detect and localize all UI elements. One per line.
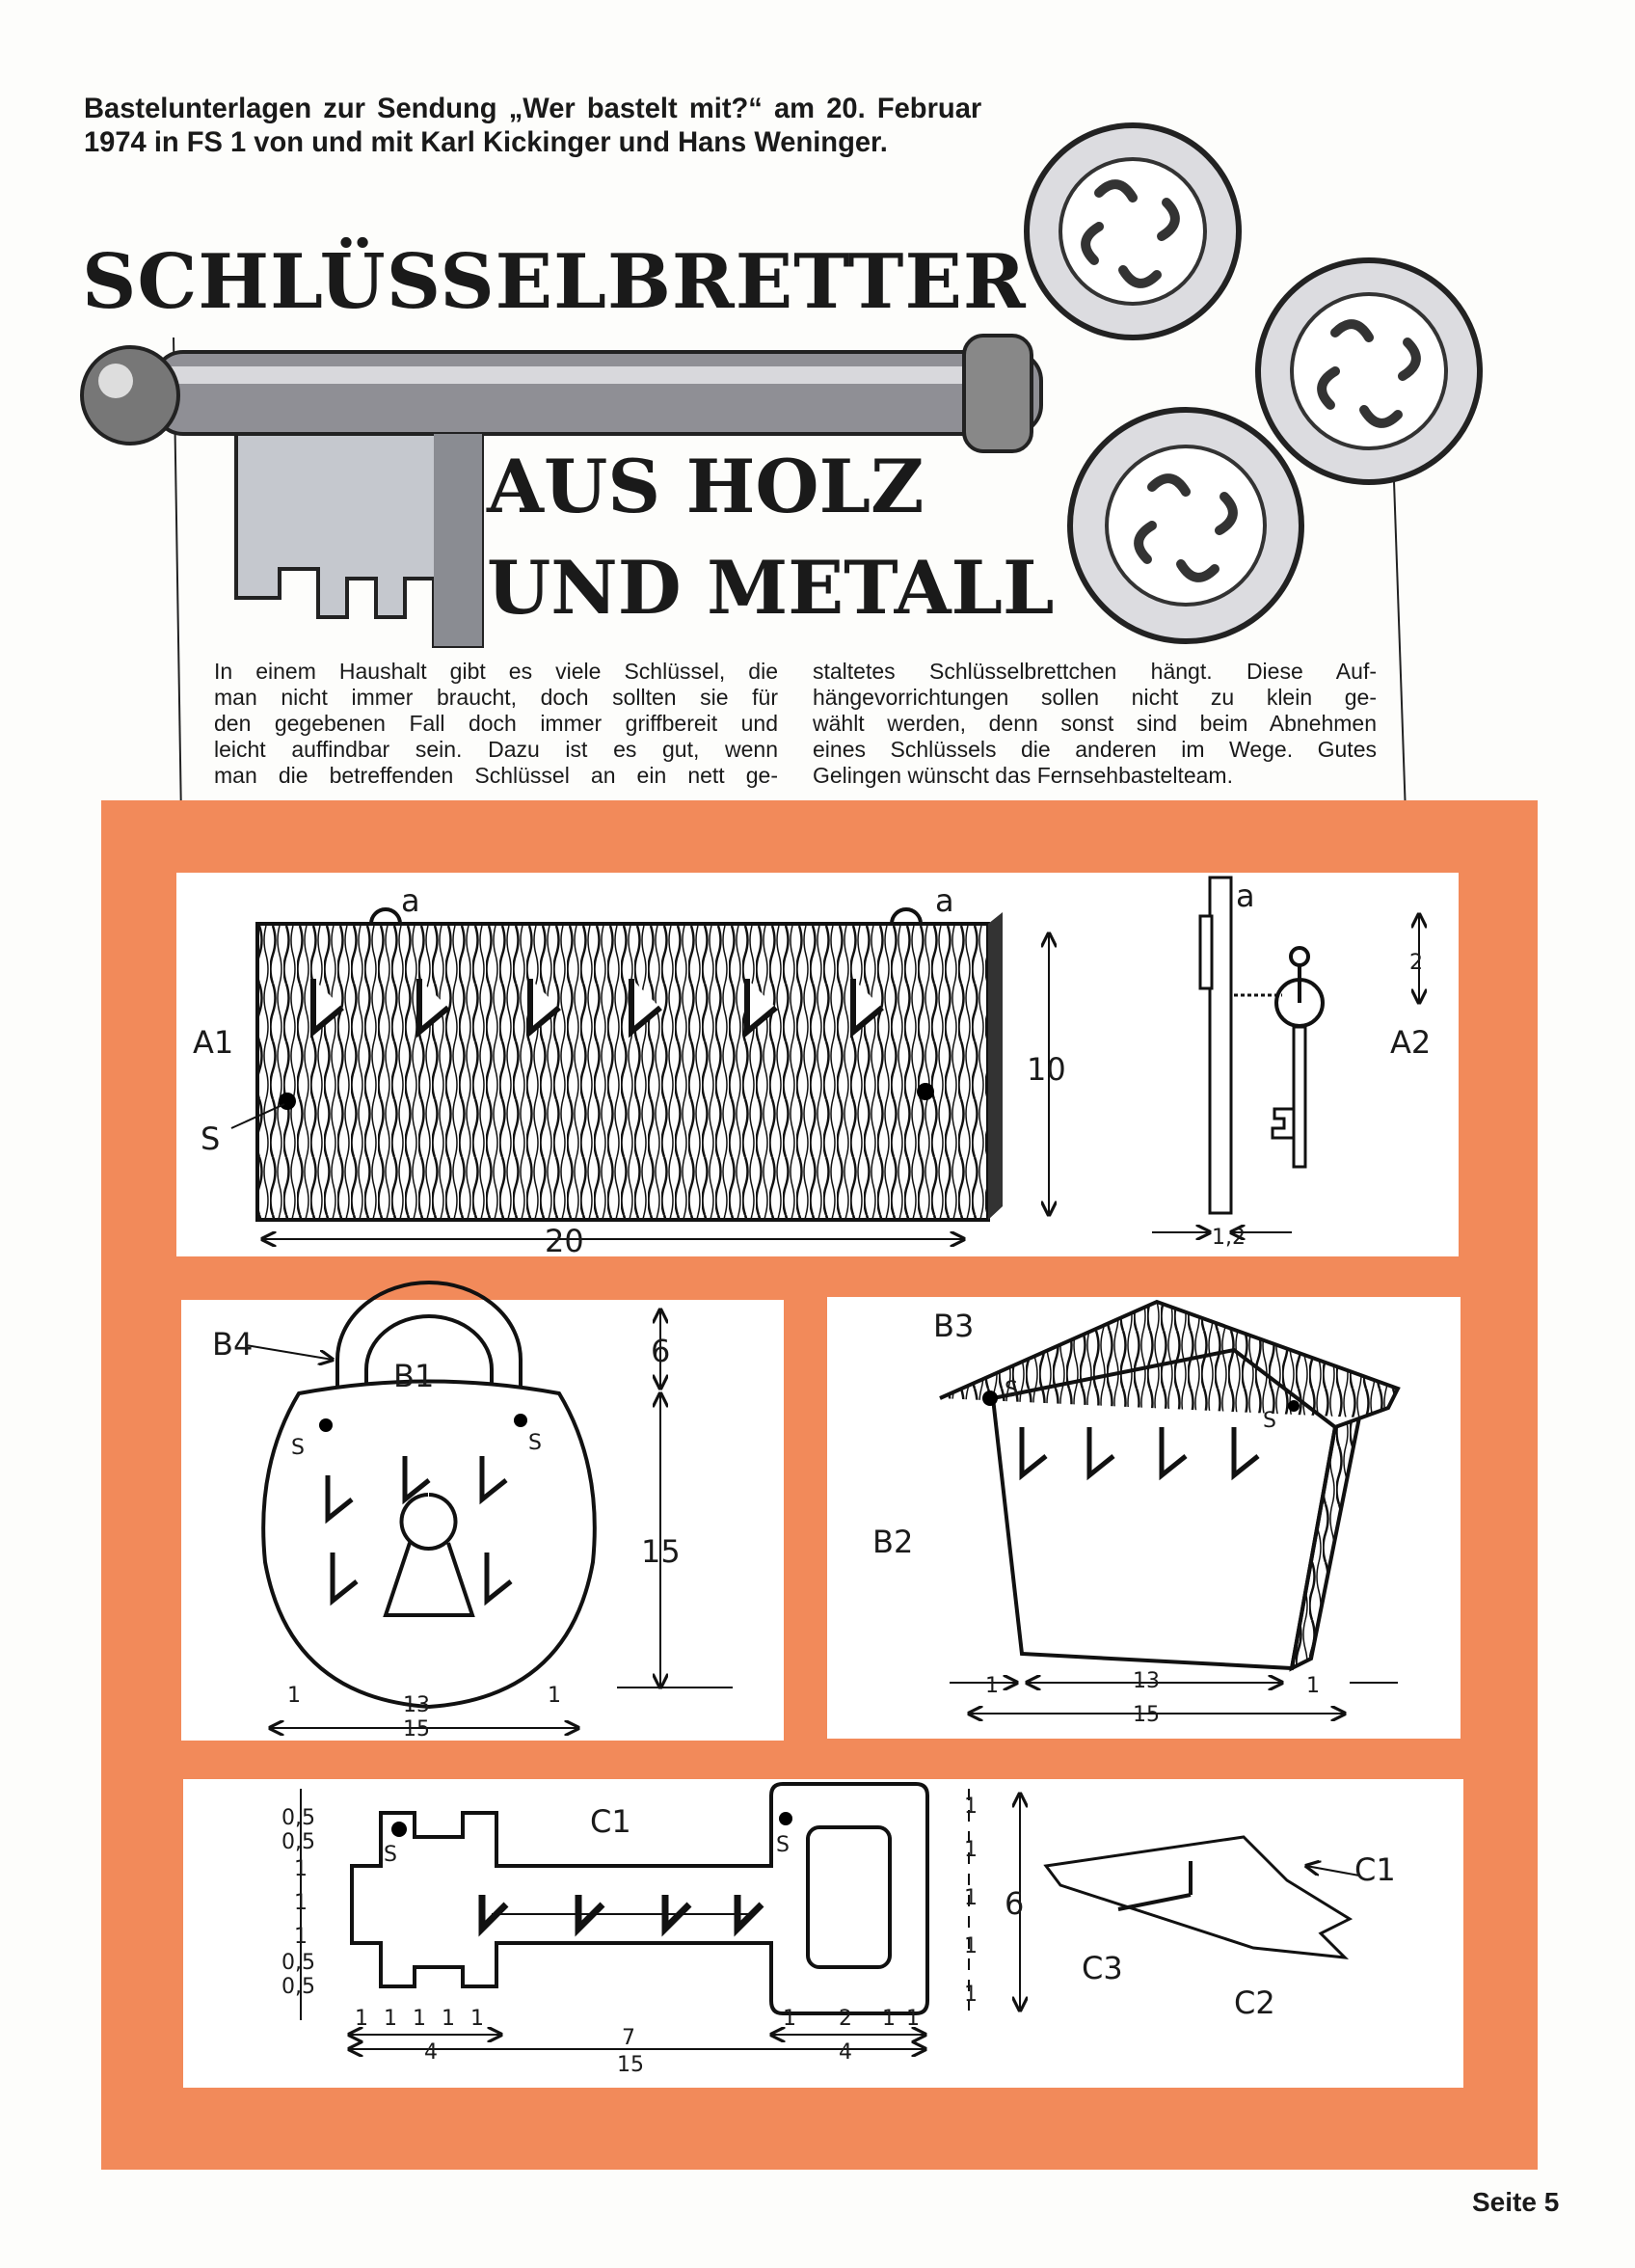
label-s: S [1263, 1409, 1276, 1433]
body-line: In einem Haushalt gibt es viele Schlüsse… [214, 659, 778, 684]
body-line: Gelingen wünscht das Fernsehbastelteam. [813, 763, 1233, 788]
dimension-margin-right: 1 [548, 1684, 561, 1708]
dimension: 2 [839, 2007, 852, 2031]
dimension-margin-left: 1 [287, 1684, 301, 1708]
dimension: 4 [839, 2040, 852, 2065]
dimension: 7 [622, 2026, 635, 2050]
dimension: 1 [783, 2007, 796, 2031]
label-b1: B1 [393, 1358, 434, 1394]
label-c1-detail: C1 [1354, 1851, 1396, 1888]
title: SCHLÜSSELBRETTER [82, 238, 1027, 326]
dimension-thickness: 1,2 [1212, 1226, 1246, 1250]
dimension: 1 [882, 2007, 896, 2031]
dimension-total: 15 [1133, 1703, 1160, 1727]
label-s: S [1005, 1378, 1018, 1402]
label-a: a [935, 882, 954, 919]
dimension-total: 15 [403, 1717, 430, 1742]
dimension-shackle: 6 [651, 1333, 670, 1369]
dimension: 1 [906, 2007, 920, 2031]
dimension: 1 [964, 1983, 978, 2007]
drawing-b2-house [939, 1299, 1401, 1714]
dimension: 1 [294, 1891, 308, 1915]
label-b2: B2 [872, 1524, 913, 1560]
dimension: 0,5 [281, 1951, 315, 1975]
dimension: 0,5 [281, 1975, 315, 1999]
dimension: 1 [964, 1886, 978, 1910]
dimension: 1 [964, 1934, 978, 1958]
dimension: 1 [294, 1857, 308, 1881]
dimension-height: 6 [1005, 1885, 1024, 1922]
label-b4: B4 [212, 1326, 253, 1363]
dimension-margin-right: 1 [1306, 1674, 1320, 1698]
dimension: 1 [384, 2007, 397, 2031]
label-a: a [401, 882, 420, 919]
dimension-body: 15 [641, 1533, 681, 1570]
label-s: S [384, 1843, 397, 1867]
label-s: S [291, 1436, 305, 1460]
body-line: eines Schlüssels die anderen im Wege. Gu… [813, 737, 1377, 762]
dimension-margin-left: 1 [985, 1674, 999, 1698]
drawing-a2-side-view [1152, 876, 1419, 1232]
drawing-a1-board [230, 907, 1049, 1239]
body-line: hängevorrichtungen sollen nicht zu klein… [813, 685, 1377, 710]
body-line: leicht auffindbar sein. Dazu ist es gut,… [214, 737, 778, 762]
label-a1: A1 [193, 1024, 233, 1061]
intro-text: Bastelunterlagen zur Sendung „Wer bastel… [84, 93, 982, 158]
dimension: 1 [355, 2007, 368, 2031]
left-dimensions: 0,5 0,5 1 1 1 0,5 0,5 [281, 1806, 315, 1999]
label-b3: B3 [933, 1308, 974, 1344]
drawing-b1-padlock [245, 1281, 733, 1728]
dimension-width: 20 [545, 1223, 584, 1259]
dimension: 4 [424, 2040, 438, 2065]
label-c2: C2 [1234, 1984, 1275, 2021]
subtitle-line-1: AUS HOLZ [487, 444, 925, 529]
dimension: 15 [617, 2053, 644, 2077]
label-s: S [201, 1120, 220, 1157]
label-s: S [528, 1431, 542, 1455]
dimension: 1 [964, 1795, 978, 1819]
label-a2: A2 [1390, 1024, 1431, 1061]
body-line: man die betreffenden Schlüssel an ein ne… [214, 763, 778, 788]
label-c3: C3 [1082, 1950, 1123, 1986]
bottom-dimensions: 1 1 1 1 1 4 7 15 1 2 1 1 4 [355, 2007, 920, 2077]
body-column-2: staltetes Schlüsselbrettchen hängt. Dies… [813, 659, 1377, 789]
body-line: wählt werden, denn sonst sind beim Abneh… [813, 711, 1377, 736]
body-column-1: In einem Haushalt gibt es viele Schlüsse… [214, 659, 778, 789]
body-line: den gegebenen Fall doch immer griffberei… [214, 711, 778, 736]
dimension: 1 [294, 1925, 308, 1949]
body-line: man nicht immer braucht, doch sollten si… [214, 685, 778, 710]
page-number: Seite 5 [1472, 2187, 1560, 2217]
dimension: 0,5 [281, 1830, 315, 1854]
dimension-inner: 13 [403, 1693, 430, 1717]
dimension: 1 [413, 2007, 426, 2031]
dimension: 0,5 [281, 1806, 315, 1830]
label-s: S [776, 1833, 790, 1857]
drawing-c-key-board [300, 1782, 1360, 2049]
body-line: staltetes Schlüsselbrettchen hängt. Dies… [813, 659, 1377, 684]
dimension-inner: 13 [1133, 1669, 1160, 1693]
dimension: 1 [442, 2007, 455, 2031]
label-a-side: a [1236, 878, 1255, 914]
subtitle-line-2: UND METALL [487, 545, 1055, 631]
label-c1: C1 [590, 1803, 631, 1840]
dimension-hook-distance: 2 [1409, 951, 1423, 975]
right-dimensions: 1 1 1 1 1 [964, 1795, 978, 2007]
dimension-height: 10 [1027, 1051, 1066, 1088]
dimension: 1 [964, 1838, 978, 1862]
dimension: 1 [470, 2007, 484, 2031]
